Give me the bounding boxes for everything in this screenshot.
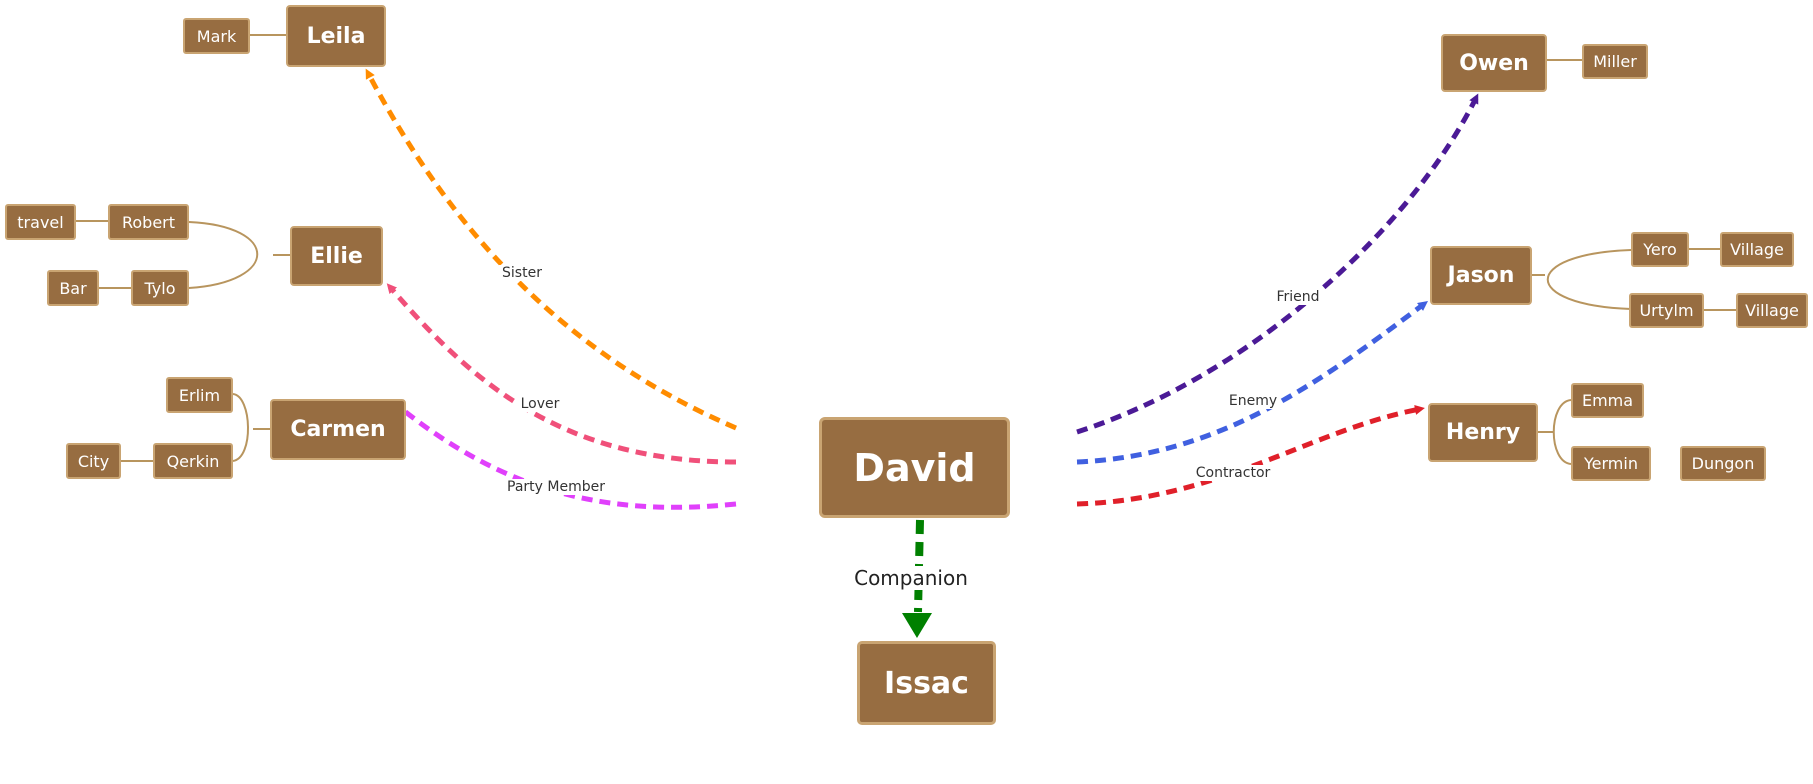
node-leila[interactable]: Leila [286,5,386,67]
node-owen[interactable]: Owen [1441,34,1547,92]
node-travel[interactable]: travel [5,204,76,240]
node-jason[interactable]: Jason [1430,246,1532,305]
node-issac[interactable]: Issac [857,641,996,725]
edge-sister [365,68,737,431]
connector-lines [76,34,1736,465]
node-david[interactable]: David [819,417,1010,518]
node-bar[interactable]: Bar [47,270,99,306]
node-robert[interactable]: Robert [108,204,189,240]
edge-contractor [1076,405,1425,507]
node-miller[interactable]: Miller [1582,44,1648,79]
node-carmen[interactable]: Carmen [270,399,406,460]
node-emma[interactable]: Emma [1571,383,1644,418]
node-tylo[interactable]: Tylo [131,270,189,306]
node-ellie[interactable]: Ellie [290,226,383,286]
node-henry[interactable]: Henry [1428,403,1538,462]
node-village-2[interactable]: Village [1736,293,1808,328]
node-village-1[interactable]: Village [1720,232,1794,267]
node-yero[interactable]: Yero [1631,232,1689,267]
edge-label-sister: Sister [499,265,545,281]
node-erlim[interactable]: Erlim [166,377,233,413]
node-city[interactable]: City [66,443,121,479]
edge-label-friend: Friend [1273,289,1323,305]
node-mark[interactable]: Mark [183,18,250,54]
edge-label-companion: Companion [851,566,971,590]
connector-jason-branch [1547,249,1632,310]
edge-label-lover: Lover [517,396,563,412]
edge-label-contractor: Contractor [1192,465,1274,481]
edge-label-enemy: Enemy [1225,393,1281,409]
edge-friend [1076,93,1479,435]
edge-label-party-member: Party Member [504,479,608,495]
connector-ellie-branch [188,221,259,289]
connector-carmen-branch [232,393,249,462]
edge-enemy [1076,301,1429,465]
node-urtylm[interactable]: Urtylm [1629,293,1704,328]
node-yermin[interactable]: Yermin [1571,446,1651,481]
connector-henry-branch [1552,399,1572,465]
edge-companion-arrowhead [902,613,932,638]
node-dungon[interactable]: Dungon [1680,446,1766,481]
node-qerkin[interactable]: Qerkin [153,443,233,479]
